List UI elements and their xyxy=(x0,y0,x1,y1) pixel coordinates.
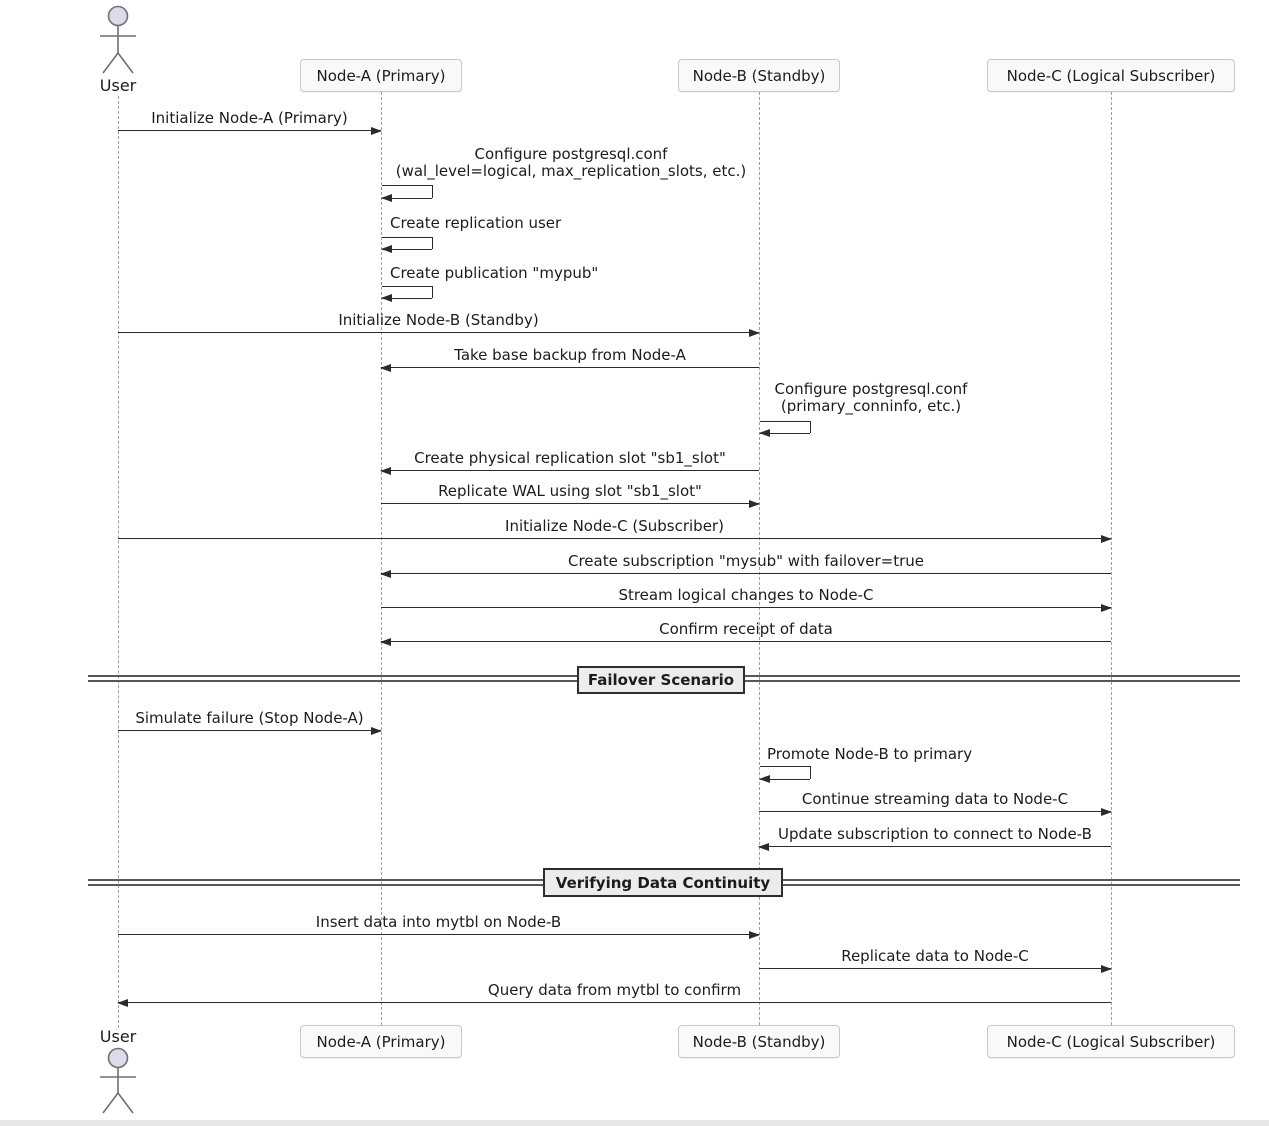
message-label: Replicate WAL using slot "sb1_slot" xyxy=(438,482,702,500)
message-stream-logical-changes: Stream logical changes to Node-C xyxy=(381,585,1112,612)
message-label: Create physical replication slot "sb1_sl… xyxy=(414,449,726,467)
arrowhead-right-icon xyxy=(1101,534,1112,543)
page-bottom-edge xyxy=(0,1120,1269,1126)
actor-label-user-bottom: User xyxy=(99,1027,137,1046)
message-line xyxy=(381,641,1111,642)
participant-node-a-bottom: Node-A (Primary) xyxy=(300,1025,462,1058)
arrowhead-right-icon xyxy=(1101,807,1112,816)
arrowhead-left-icon xyxy=(117,998,128,1007)
divider-verifying-data-continuity: Verifying Data Continuity xyxy=(543,868,783,897)
lifeline-node-c xyxy=(1111,92,1112,1025)
message-create-physical-slot: Create physical replication slot "sb1_sl… xyxy=(380,448,759,475)
message-replicate-data: Replicate data to Node-C xyxy=(759,946,1112,973)
message-label: Create subscription "mysub" with failove… xyxy=(568,552,924,570)
arrowhead-right-icon xyxy=(749,499,760,508)
message-label: Update subscription to connect to Node-B xyxy=(778,825,1092,843)
message-line xyxy=(118,130,381,131)
user-actor-icon xyxy=(100,1047,136,1114)
message-line xyxy=(118,332,759,333)
message-initialize-node-b: Initialize Node-B (Standby) xyxy=(118,310,760,337)
message-label: Query data from mytbl to confirm xyxy=(487,981,742,999)
participant-node-a-top: Node-A (Primary) xyxy=(300,59,462,92)
arrowhead-left-icon xyxy=(759,775,770,783)
message-label: Stream logical changes to Node-C xyxy=(618,586,874,604)
message-line xyxy=(118,1002,1111,1003)
participant-node-b-bottom: Node-B (Standby) xyxy=(678,1025,840,1058)
message-line xyxy=(381,503,759,504)
self-loop xyxy=(760,766,810,767)
arrowhead-left-icon xyxy=(381,245,392,253)
divider-failover-scenario: Failover Scenario xyxy=(577,666,745,694)
lifeline-user xyxy=(118,96,119,1028)
message-label: Initialize Node-B (Standby) xyxy=(338,311,539,329)
arrowhead-right-icon xyxy=(749,930,760,939)
participant-node-c-bottom: Node-C (Logical Subscriber) xyxy=(987,1025,1235,1058)
message-simulate-failure: Simulate failure (Stop Node-A) xyxy=(118,708,382,735)
message-label: Initialize Node-C (Subscriber) xyxy=(505,517,724,535)
message-line xyxy=(118,934,759,935)
message-line xyxy=(118,538,1111,539)
message-line xyxy=(381,607,1111,608)
arrowhead-left-icon xyxy=(381,194,392,202)
message-label: Take base backup from Node-A xyxy=(454,346,686,364)
arrowhead-right-icon xyxy=(749,328,760,337)
self-loop xyxy=(760,421,810,422)
user-actor-icon xyxy=(100,5,136,74)
self-loop xyxy=(382,237,432,238)
message-label: Insert data into mytbl on Node-B xyxy=(315,913,562,931)
arrowhead-right-icon xyxy=(371,726,382,735)
message-label: Create publication "mypub" xyxy=(390,264,599,282)
message-line xyxy=(118,730,381,731)
self-loop xyxy=(382,185,432,186)
arrowhead-left-icon xyxy=(380,569,391,578)
message-query-data: Query data from mytbl to confirm xyxy=(117,980,1111,1007)
message-label: Simulate failure (Stop Node-A) xyxy=(135,709,364,727)
message-line xyxy=(759,811,1111,812)
arrowhead-left-icon xyxy=(758,842,769,851)
message-line xyxy=(381,573,1111,574)
message-line xyxy=(381,367,759,368)
arrowhead-right-icon xyxy=(371,126,382,135)
message-continue-streaming: Continue streaming data to Node-C xyxy=(759,789,1112,816)
arrowhead-left-icon xyxy=(381,294,392,302)
arrowhead-left-icon xyxy=(759,429,770,437)
lifeline-node-b xyxy=(759,92,760,1025)
message-create-subscription: Create subscription "mysub" with failove… xyxy=(380,551,1111,578)
self-loop xyxy=(382,286,432,287)
message-line xyxy=(759,968,1111,969)
lifeline-node-a xyxy=(381,92,382,1025)
arrowhead-left-icon xyxy=(380,637,391,646)
message-update-subscription: Update subscription to connect to Node-B xyxy=(758,824,1111,851)
message-line xyxy=(381,470,759,471)
message-label: Confirm receipt of data xyxy=(659,620,833,638)
message-insert-data: Insert data into mytbl on Node-B xyxy=(118,912,760,939)
actor-label-user-top: User xyxy=(99,76,137,95)
participant-node-b-top: Node-B (Standby) xyxy=(678,59,840,92)
arrowhead-left-icon xyxy=(380,466,391,475)
message-label: Continue streaming data to Node-C xyxy=(801,790,1069,808)
message-label: Replicate data to Node-C xyxy=(841,947,1029,965)
message-label: (primary_conninfo, etc.) xyxy=(780,397,962,415)
message-confirm-receipt: Confirm receipt of data xyxy=(380,619,1111,646)
arrowhead-right-icon xyxy=(1101,964,1112,973)
message-line xyxy=(759,846,1111,847)
message-replicate-wal: Replicate WAL using slot "sb1_slot" xyxy=(381,481,760,508)
message-label: Create replication user xyxy=(390,214,562,232)
participant-node-c-top: Node-C (Logical Subscriber) xyxy=(987,59,1235,92)
arrowhead-left-icon xyxy=(380,363,391,372)
message-initialize-node-c: Initialize Node-C (Subscriber) xyxy=(118,516,1112,543)
message-label: (wal_level=logical, max_replication_slot… xyxy=(395,162,747,180)
message-label: Configure postgresql.conf xyxy=(474,145,668,163)
message-take-base-backup: Take base backup from Node-A xyxy=(380,345,759,372)
message-label: Initialize Node-A (Primary) xyxy=(151,109,348,127)
message-label: Promote Node-B to primary xyxy=(767,745,973,763)
message-initialize-node-a: Initialize Node-A (Primary) xyxy=(118,108,382,135)
message-label: Configure postgresql.conf xyxy=(774,380,968,398)
arrowhead-right-icon xyxy=(1101,603,1112,612)
